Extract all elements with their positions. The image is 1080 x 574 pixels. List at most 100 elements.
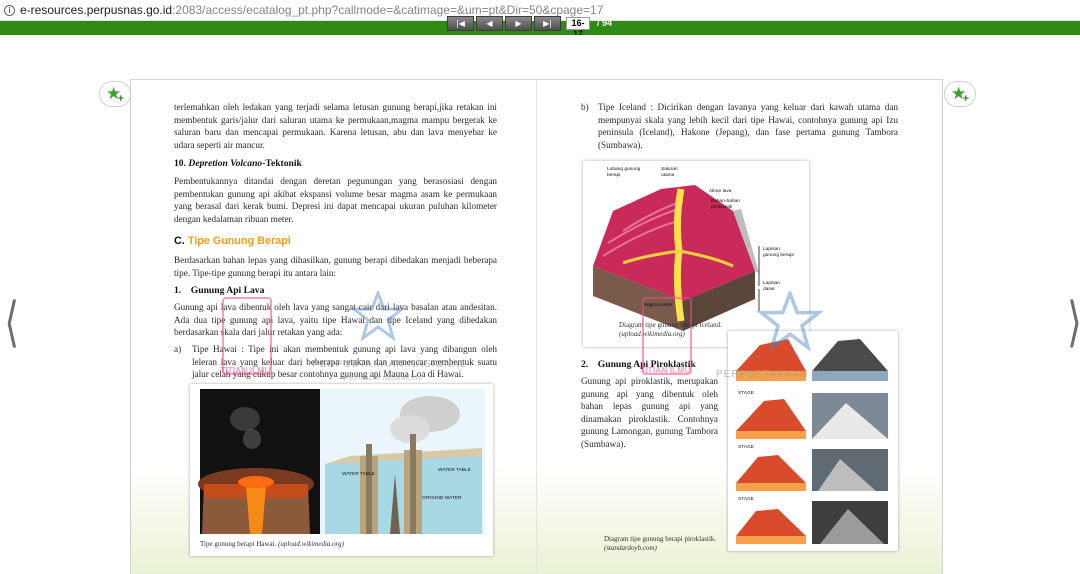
hawaii-figure: WATER TABLE WATER TABLE GROUND WATER Tip…	[190, 384, 493, 556]
iceland-figure: Lubang gunung berapi Saluran utama Alira…	[583, 161, 809, 347]
url-domain: e-resources.perpusnas.go.id	[20, 3, 173, 17]
fig-label-pyroclastic: Bahan-bahan piroklastik	[711, 199, 740, 210]
fig-label-ground-water: GROUND WATER	[422, 496, 462, 501]
hawaii-illustration	[198, 389, 485, 534]
fig-label-main-conduit: Saluran utama	[661, 167, 678, 178]
prev-spread-arrow-icon[interactable]: ❬	[3, 292, 22, 348]
left-paragraph-4: Gunung api lava dibentuk oleh lava yang …	[174, 302, 497, 338]
star-icon: ★	[951, 84, 967, 104]
stage-photo-snow	[812, 403, 888, 439]
last-page-icon: ▶|	[543, 19, 552, 28]
branch-conduits	[622, 249, 734, 268]
smoke-cloud	[230, 407, 260, 431]
heading-1: 1. Gunung Api Lava	[174, 285, 265, 296]
page-number-input[interactable]: 16-17	[566, 17, 590, 39]
stage-photo-plume	[818, 459, 876, 491]
watermark-text-right: PERPUSTAKAAN NA	[716, 369, 829, 380]
fig-label-solid-magma: Magma padat	[643, 303, 673, 308]
prev-page-button[interactable]: ◀	[476, 16, 503, 31]
hawaii-caption-text: Tipe gunung berapi Hawai.	[200, 540, 277, 548]
next-page-button[interactable]: ▶	[505, 16, 532, 31]
watermark-pink-logo-text: TITIAN ILMU	[640, 365, 691, 375]
pyroclastic-caption-source: (standardoyb.com)	[604, 543, 657, 552]
stage-diagram	[736, 339, 806, 371]
vent-pipe	[366, 444, 372, 534]
section-c-title: Tipe Gunung Berapi	[187, 235, 291, 247]
address-bar[interactable]: i e-resources.perpusnas.go.id:2083/acces…	[0, 0, 1080, 21]
pyroclastic-illustration	[736, 339, 888, 544]
stage-diagram	[736, 455, 806, 483]
prev-page-icon: ◀	[486, 19, 493, 28]
watermark-text-line2: REPUBLIK INDONESIA	[344, 375, 423, 382]
fig-label-water-table: WATER TABLE	[438, 468, 471, 473]
watermark-pink-logo	[222, 297, 272, 375]
hawaii-caption: Tipe gunung berapi Hawai. (upload.wikime…	[200, 540, 344, 549]
stage-photo-ash	[820, 509, 884, 544]
fig-label-crater: Lubang gunung berapi	[607, 167, 641, 178]
book-viewer: ★ + ★ + ❬ ❭ terlemahkan oleh ledakan yan…	[0, 35, 1080, 574]
watermark-pink-logo-text: TITIAN ILMU	[220, 365, 271, 375]
heading-10: 10. Depretion Volcano-Tektonik	[174, 158, 302, 169]
hawaii-caption-source: (upload.wikimedia.org)	[278, 540, 344, 548]
next-page-icon: ▶	[515, 19, 522, 28]
stage-base	[736, 536, 806, 544]
stage-diagram	[736, 399, 806, 431]
smoke-cloud	[243, 429, 261, 449]
heading-10-number: 10.	[174, 158, 186, 169]
stage-diagram	[736, 509, 806, 536]
url-rest: :2083/access/ecatalog_pt.php?callmode=&c…	[172, 3, 604, 17]
heading-10-rest: -Tektonik	[262, 158, 302, 169]
heading-2: 2. Gunung Api Piroklastik	[581, 359, 696, 370]
page-total: / 94	[597, 18, 613, 28]
book-spine	[536, 80, 537, 574]
base-layer-side	[683, 271, 755, 331]
section-c-letter: C.	[174, 235, 185, 247]
heading-10-italic: Depretion Volcano	[188, 158, 263, 169]
book-top-edge	[130, 79, 943, 80]
left-paragraph-1: terlemahkan oleh ledakan yang terjadi se…	[174, 102, 497, 150]
last-page-button[interactable]: ▶|	[534, 16, 561, 31]
right-paragraph-5: Gunung api piroklastik, merupakan gunung…	[581, 376, 718, 449]
fig-label-water-table: WATER TABLE	[342, 472, 375, 477]
item-a-marker: a)	[174, 344, 182, 354]
stage-base	[736, 431, 806, 439]
site-info-icon[interactable]: i	[4, 4, 15, 16]
fig-label-lava-flow: Aliran lava	[709, 189, 732, 194]
fig-label-stage: STAGE	[738, 391, 754, 396]
star-icon: ★	[106, 84, 122, 104]
watermark-pink-logo	[642, 297, 692, 375]
left-paragraph-3: Berdasarkan bahan lepas yang dihasilkan,…	[174, 255, 497, 278]
item-b-text: Tipe Iceland : Dicirikan dengan lavanya …	[598, 102, 898, 150]
pyroclastic-caption: Diagram tipe gunung berapi piroklastik. …	[604, 535, 734, 552]
stage-photo	[812, 339, 888, 371]
ground-block	[325, 454, 482, 534]
iceland-caption-source: (upload.wikimedia.org)	[619, 329, 685, 338]
pyroclastic-caption-text: Diagram tipe gunung berapi piroklastik.	[604, 535, 717, 543]
plus-icon: +	[117, 94, 125, 104]
plus-icon: +	[962, 94, 970, 104]
fig-label-stage: STAGE	[738, 445, 754, 450]
first-page-button[interactable]: |◀	[447, 16, 474, 31]
magma-conduit	[246, 486, 266, 534]
next-spread-arrow-icon[interactable]: ❭	[1065, 285, 1080, 355]
first-page-icon: |◀	[456, 19, 465, 28]
volcano-side	[733, 209, 759, 273]
iceland-caption: Diagram tipe gunung berapi Iceland. (upl…	[619, 321, 769, 338]
crater-lava	[238, 476, 274, 488]
iceland-caption-text: Diagram tipe gunung berapi Iceland.	[619, 321, 722, 329]
volcano-body	[593, 185, 755, 301]
bookmark-left-button[interactable]: ★ +	[99, 81, 131, 107]
ash-cloud	[390, 415, 430, 443]
base-layer-front	[593, 266, 683, 331]
watermark-text-line1: PERPUSTAKAAN NASIONAL	[312, 359, 467, 370]
item-a-text: Tipe Hawai : Tipe ini akan membentuk gun…	[192, 344, 497, 380]
fig-label-volcano-layer: Lapisan gunung berapi	[763, 247, 794, 258]
watermark-star-icon	[757, 291, 823, 351]
rock-spike	[390, 474, 400, 534]
vent-pipe	[410, 434, 416, 534]
stage-photo-sky	[812, 371, 888, 381]
bookmark-right-button[interactable]: ★ +	[944, 81, 976, 107]
stage-base	[736, 371, 806, 381]
stage-base	[736, 483, 806, 491]
